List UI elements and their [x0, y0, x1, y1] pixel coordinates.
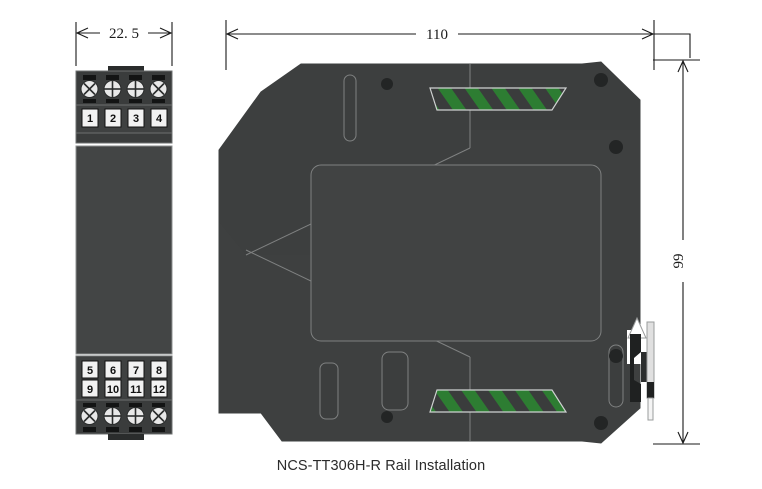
front-hatch-panel-top-outline [429, 87, 568, 111]
screw-slot-top-4 [152, 75, 165, 80]
front-view-group: 110 99 [218, 20, 700, 445]
terminal-label-5: 5 [81, 360, 99, 379]
dim-width-side-label: 22. 5 [109, 26, 139, 42]
mounting-hole-mid-right-lower [609, 349, 623, 363]
terminal-label-6: 6 [104, 360, 122, 379]
clip-mid-block [641, 352, 647, 382]
screw-slot-top-1 [83, 75, 96, 80]
svg-text:9: 9 [87, 384, 93, 396]
screw-head-bottom-1 [80, 407, 99, 425]
svg-text:5: 5 [87, 365, 93, 377]
screw-slot-bot-2 [106, 99, 119, 103]
arrowhead-front-left-icon [225, 28, 239, 40]
screw-slot-b-bot-1 [83, 427, 96, 432]
side-top-tab [108, 66, 144, 72]
dim-height-front-label: 99 [671, 254, 687, 269]
clip-dark-body [630, 334, 641, 402]
mounting-hole-top-left [381, 78, 393, 90]
screw-head-bottom-4 [149, 407, 168, 425]
terminal-label-4: 4 [150, 108, 168, 128]
side-view-group: 22. 5 [75, 22, 173, 440]
mounting-hole-top-right [594, 73, 608, 87]
screw-slot-top-2 [106, 75, 119, 80]
screw-head-bottom-3 [126, 407, 145, 425]
svg-text:10: 10 [107, 384, 119, 396]
front-center-panel [310, 164, 602, 342]
terminal-label-2: 2 [104, 108, 122, 128]
front-slot-top-left [343, 74, 357, 142]
screw-slot-bot-4 [152, 99, 165, 103]
din-rail-clip-assembly [627, 316, 655, 421]
side-bottom-tab [108, 434, 144, 440]
screw-slot-b-bot-3 [129, 427, 142, 432]
svg-text:7: 7 [133, 365, 139, 377]
screw-head-top-1 [80, 80, 99, 98]
arrowhead-front-bottom-icon [677, 431, 689, 445]
front-hatch-panel-top [430, 88, 566, 110]
screw-slot-b-top-2 [106, 403, 119, 407]
mounting-hole-mid-right [609, 140, 623, 154]
screw-slot-bot-3 [129, 99, 142, 103]
svg-text:6: 6 [110, 365, 116, 377]
clip-rail-strip-dark [647, 382, 654, 398]
arrowhead-front-top-icon [677, 59, 689, 73]
front-hatch-panel-bottom [430, 390, 566, 412]
screw-head-bottom-2 [103, 407, 122, 425]
screw-slot-b-top-1 [83, 403, 96, 407]
screw-head-top-4 [149, 80, 168, 98]
clip-rail-tail [647, 397, 654, 421]
side-upper-seam [75, 132, 173, 144]
svg-text:12: 12 [153, 384, 165, 396]
svg-text:2: 2 [110, 113, 116, 125]
arrowhead-left-icon [75, 27, 89, 39]
dim-leader-top [654, 33, 691, 58]
arrowhead-right-icon [159, 27, 173, 39]
dim-width-front-label: 110 [426, 27, 448, 43]
screw-slot-b-top-3 [129, 403, 142, 407]
svg-text:8: 8 [156, 365, 162, 377]
terminal-label-8: 8 [150, 360, 168, 379]
terminal-label-9: 9 [81, 379, 99, 398]
terminal-label-3: 3 [127, 108, 145, 128]
mounting-hole-bottom-left [381, 411, 393, 423]
screw-slot-b-top-4 [152, 403, 165, 407]
svg-text:4: 4 [156, 113, 163, 125]
side-main-body [75, 145, 173, 355]
front-slot-bottom-center [381, 351, 409, 411]
mounting-hole-bottom-right [594, 416, 608, 430]
screw-slot-b-bot-4 [152, 427, 165, 432]
terminal-label-12: 12 [150, 379, 168, 398]
screw-slot-bot-1 [83, 99, 96, 103]
svg-text:1: 1 [87, 113, 93, 125]
drawing-caption: NCS-TT306H-R Rail Installation [276, 458, 486, 474]
terminal-label-11: 11 [127, 379, 145, 398]
terminal-label-1: 1 [81, 108, 99, 128]
svg-text:3: 3 [133, 113, 139, 125]
terminal-label-10: 10 [104, 379, 122, 398]
terminal-label-7: 7 [127, 360, 145, 379]
front-slot-bottom-left [319, 362, 339, 420]
screw-head-top-2 [103, 80, 122, 98]
front-hatch-panel-bottom-outline [429, 389, 568, 413]
screw-head-top-3 [126, 80, 145, 98]
screw-slot-top-3 [129, 75, 142, 80]
screw-slot-b-bot-2 [106, 427, 119, 432]
svg-text:11: 11 [130, 384, 142, 396]
arrowhead-front-right-icon [641, 28, 655, 40]
